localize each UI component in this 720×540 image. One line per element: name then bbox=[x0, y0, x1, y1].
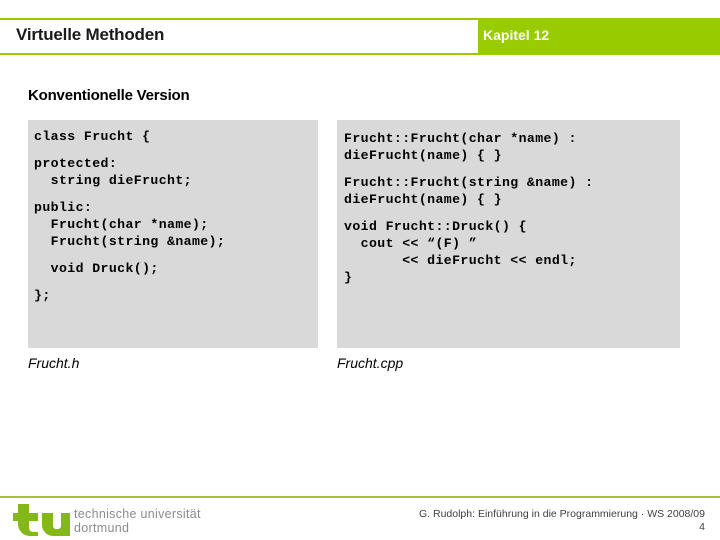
footer-divider bbox=[0, 496, 720, 498]
code-block-source-file: Frucht::Frucht(char *name) :dieFrucht(na… bbox=[337, 120, 680, 348]
code-blank-line bbox=[344, 164, 680, 174]
code-line: << dieFrucht << endl; bbox=[344, 253, 577, 268]
logo-line-1: technische universität bbox=[74, 507, 201, 521]
page-title: Virtuelle Methoden bbox=[16, 25, 165, 44]
slide-header: Virtuelle Methoden Kapitel 12 bbox=[0, 18, 720, 55]
code-blank-line bbox=[344, 208, 680, 218]
code-line: dieFrucht(name) { } bbox=[344, 192, 502, 207]
code-line: dieFrucht(name) { } bbox=[344, 148, 502, 163]
code-line: Frucht::Frucht(string &name) : bbox=[344, 175, 594, 190]
caption-header-file: Frucht.h bbox=[28, 355, 80, 371]
section-heading: Konventionelle Version bbox=[28, 87, 190, 104]
header-title-box bbox=[0, 18, 478, 55]
code-line: Frucht(char *name); bbox=[34, 217, 209, 232]
code-line: Frucht::Frucht(char *name) : bbox=[344, 131, 577, 146]
code-line: void Frucht::Druck() { bbox=[344, 219, 527, 234]
code-blank-line bbox=[34, 145, 318, 155]
page-number: 4 bbox=[699, 521, 705, 533]
caption-source-file: Frucht.cpp bbox=[337, 355, 404, 371]
code-line: protected: bbox=[34, 156, 118, 171]
tu-logo-icon bbox=[13, 504, 70, 536]
code-line: string dieFrucht; bbox=[34, 173, 192, 188]
code-blank-line bbox=[34, 189, 318, 199]
code-blank-line bbox=[34, 277, 318, 287]
code-line: } bbox=[344, 270, 353, 285]
code-line: class Frucht { bbox=[34, 129, 151, 144]
chapter-label: Kapitel 12 bbox=[483, 27, 550, 43]
code-blank-line bbox=[34, 250, 318, 260]
footer-credit: G. Rudolph: Einführung in die Programmie… bbox=[419, 508, 705, 520]
logo-line-2: dortmund bbox=[74, 521, 130, 535]
code-line: }; bbox=[34, 288, 51, 303]
code-line: void Druck(); bbox=[34, 261, 159, 276]
code-line: cout << “(F) ” bbox=[344, 236, 478, 251]
code-line: Frucht(string &name); bbox=[34, 234, 226, 249]
code-block-header-file: class Frucht { protected: string dieFruch… bbox=[28, 120, 318, 348]
code-line: public: bbox=[34, 200, 93, 215]
